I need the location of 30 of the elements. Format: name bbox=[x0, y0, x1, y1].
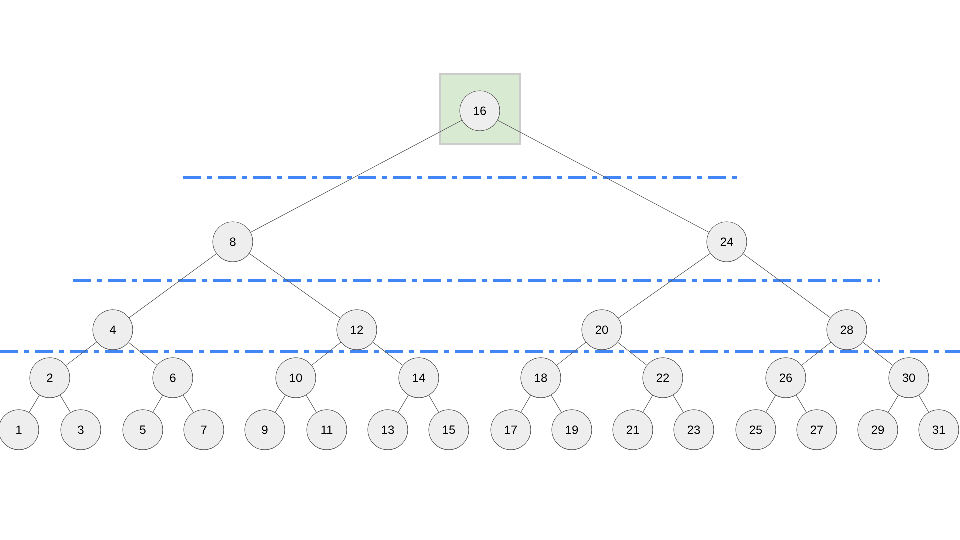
connector-line bbox=[275, 395, 286, 413]
connector-line bbox=[743, 254, 831, 318]
connector-line bbox=[249, 253, 341, 319]
connector-line bbox=[183, 395, 194, 413]
connector-line bbox=[618, 342, 648, 366]
connector-line bbox=[398, 395, 409, 413]
connector-line bbox=[372, 342, 404, 366]
connector-line bbox=[796, 395, 807, 413]
connector-line bbox=[428, 395, 440, 413]
connector-line bbox=[673, 395, 684, 413]
connector-line bbox=[60, 395, 71, 413]
connector-line bbox=[556, 342, 586, 366]
connector-line bbox=[250, 120, 462, 233]
connector-line bbox=[129, 254, 217, 318]
connector-line bbox=[128, 342, 158, 366]
connector-line bbox=[520, 395, 532, 413]
connector-line bbox=[618, 253, 711, 319]
connector-line bbox=[306, 395, 317, 413]
connector-line bbox=[551, 395, 562, 413]
connector-line bbox=[766, 395, 776, 413]
connector-line bbox=[66, 342, 98, 366]
connector-line bbox=[312, 342, 342, 366]
connector-line bbox=[152, 395, 164, 413]
connector-line bbox=[802, 342, 832, 366]
connector-line bbox=[642, 395, 654, 413]
connector-line bbox=[498, 120, 710, 233]
connector-line bbox=[888, 395, 899, 413]
connector-line bbox=[862, 342, 894, 366]
connector-line bbox=[918, 395, 930, 413]
connector-line bbox=[29, 395, 40, 413]
